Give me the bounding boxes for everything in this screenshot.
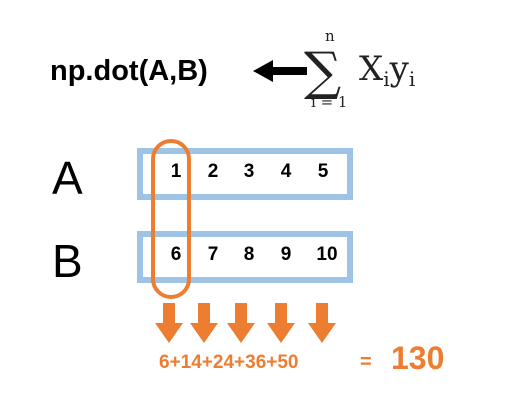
equals-sign: = bbox=[360, 351, 372, 373]
array-a-label: A bbox=[52, 152, 83, 204]
down-arrow-icon bbox=[267, 303, 295, 343]
down-arrow-icon bbox=[190, 303, 218, 343]
sum-lower-bound: i = 1 bbox=[311, 93, 348, 111]
term-x: X bbox=[359, 49, 384, 89]
summation-symbol: ∑ bbox=[304, 42, 342, 102]
array-a-cell: 1 bbox=[170, 161, 182, 182]
array-b-cell: 9 bbox=[280, 244, 292, 265]
down-arrow-icon bbox=[227, 303, 255, 343]
array-a-cell: 4 bbox=[280, 161, 292, 182]
down-arrow-icon bbox=[308, 303, 336, 343]
term-y: y bbox=[389, 49, 409, 89]
products-sum: 6+14+24+36+50 bbox=[159, 352, 299, 373]
down-arrow-icon bbox=[155, 303, 183, 343]
left-arrow-icon bbox=[253, 60, 307, 82]
array-a-cell: 5 bbox=[317, 161, 329, 182]
array-b-cell: 8 bbox=[243, 244, 255, 265]
sum-term: Xiyi bbox=[359, 49, 415, 99]
array-b-cell: 6 bbox=[170, 244, 182, 265]
dot-product-result: 130 bbox=[391, 340, 445, 376]
array-b-box: 6 7 8 9 10 bbox=[137, 231, 353, 283]
array-a-cell: 3 bbox=[243, 161, 255, 182]
function-label: np.dot(A,B) bbox=[50, 55, 208, 87]
array-b-label: B bbox=[52, 235, 83, 287]
term-x-subscript: i bbox=[383, 67, 390, 91]
sum-upper-bound: n bbox=[325, 27, 335, 45]
array-b-cell: 7 bbox=[207, 244, 219, 265]
array-b-cell: 10 bbox=[316, 244, 338, 265]
first-pair-highlight bbox=[151, 139, 191, 299]
array-a-cell: 2 bbox=[207, 161, 219, 182]
term-y-subscript: i bbox=[408, 67, 416, 91]
